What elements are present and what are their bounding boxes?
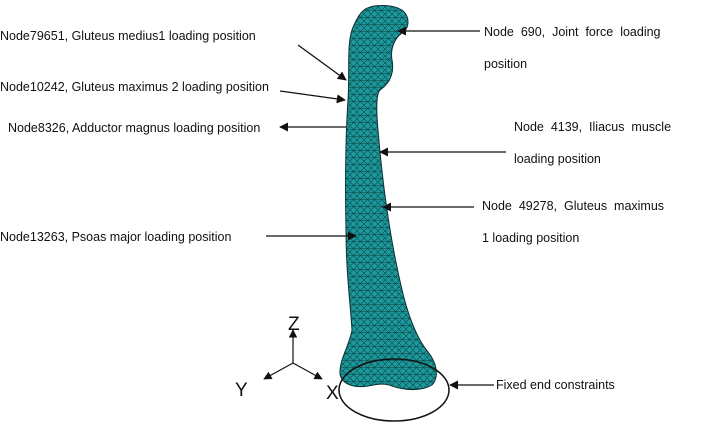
label-node10242: Node10242, Gluteus maximus 2 loading pos… xyxy=(0,80,269,94)
label-node13263: Node13263, Psoas major loading position xyxy=(0,230,231,244)
label-node79651: Node79651, Gluteus medius1 loading posit… xyxy=(0,29,256,43)
label-node49278-line1: Node 49278, Gluteus maximus xyxy=(482,199,664,213)
label-node4139-line2: loading position xyxy=(514,152,601,166)
arrow-node10242 xyxy=(279,90,346,104)
femur-mesh xyxy=(339,5,437,391)
label-node8326: Node8326, Adductor magnus loading positi… xyxy=(8,121,260,135)
axis-label-x: X xyxy=(326,383,339,404)
coordinate-axes: Z Y X xyxy=(235,314,339,404)
label-node690-line1: Node 690, Joint force loading xyxy=(484,25,661,39)
fixed-end-ellipse xyxy=(338,358,450,422)
axis-label-z: Z xyxy=(288,314,300,335)
label-node690-line2: position xyxy=(484,57,527,71)
arrow-node79651 xyxy=(297,44,347,81)
axis-label-y: Y xyxy=(235,380,248,401)
label-node4139-line1: Node 4139, Iliacus muscle xyxy=(514,120,671,134)
label-node49278-line2: 1 loading position xyxy=(482,231,579,245)
label-fixed-end: Fixed end constraints xyxy=(496,378,615,392)
